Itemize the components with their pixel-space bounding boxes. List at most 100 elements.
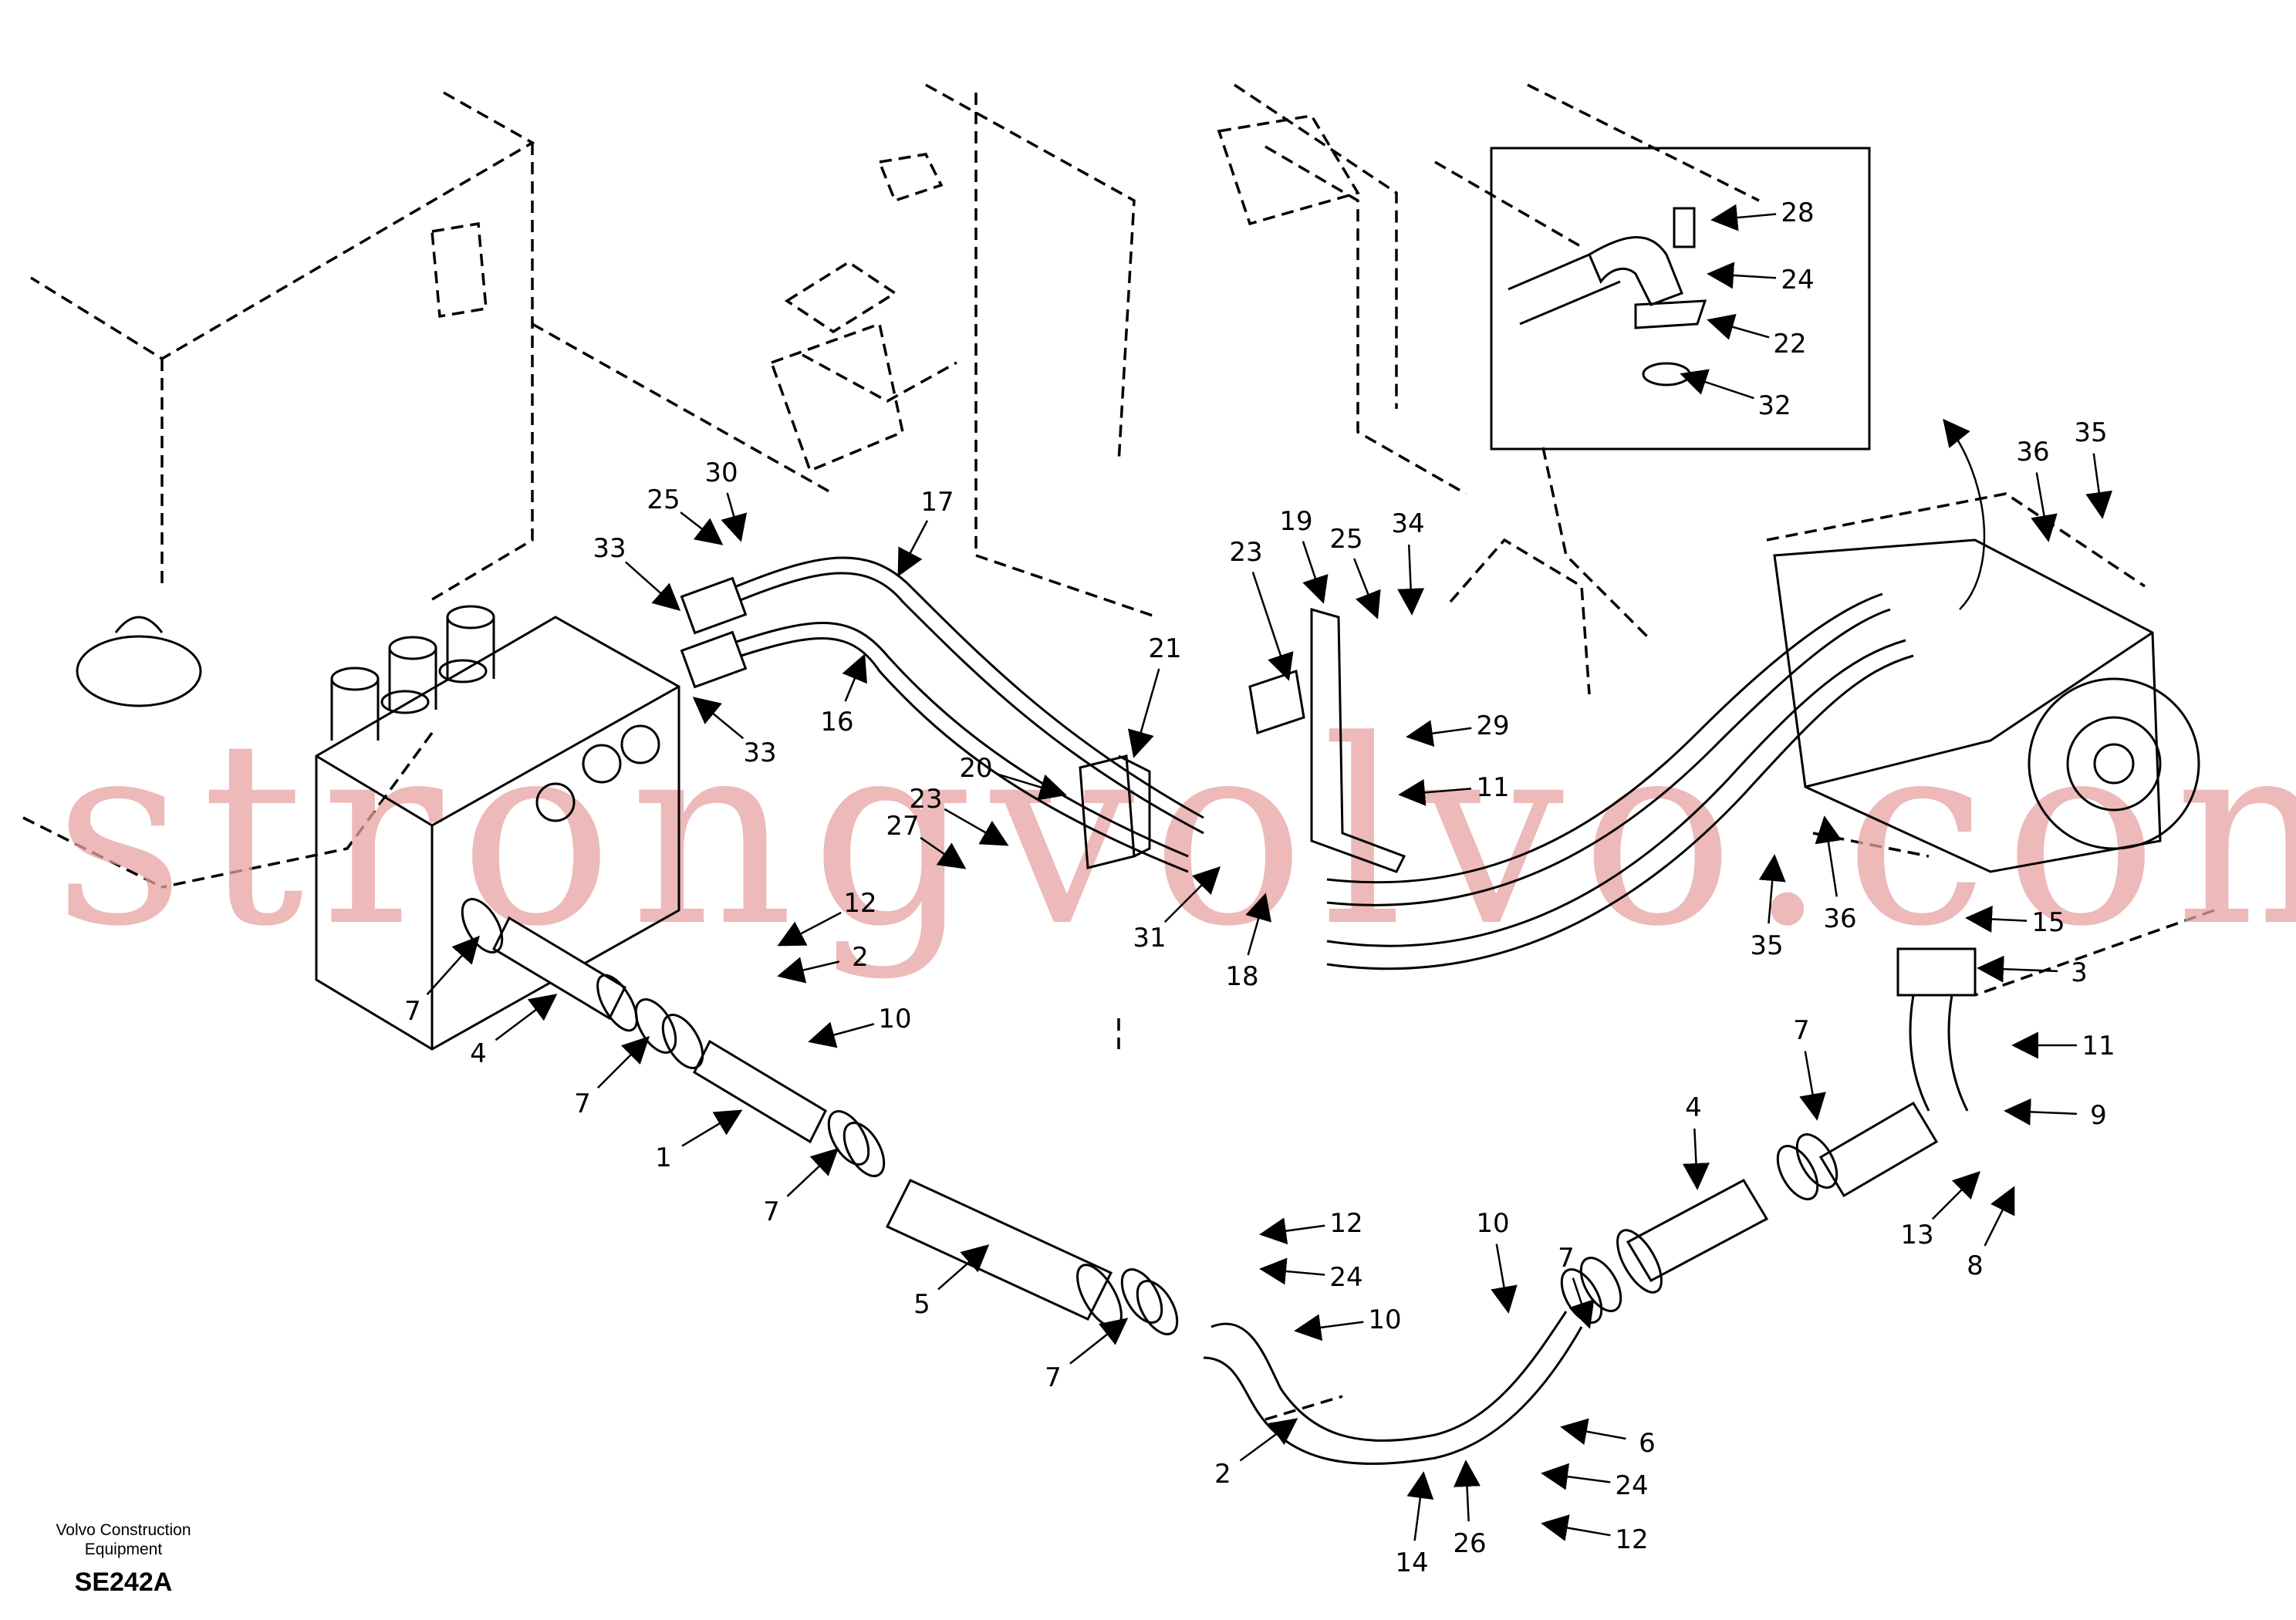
hose-clamps [461, 898, 1838, 1335]
callout-number: 15 [2031, 907, 2065, 938]
callout-leader [1259, 1217, 1325, 1245]
callout-leader [1984, 1186, 2015, 1247]
callout-leader [1710, 204, 1777, 231]
machine-outline [22, 83, 2215, 1421]
callout-leader [1353, 558, 1381, 619]
callout-leader [1680, 369, 1754, 400]
callout-number: 33 [743, 737, 776, 768]
callout-leader [920, 836, 967, 869]
callout-12: 12 [1259, 1208, 1363, 1245]
callout-leader [1815, 815, 1842, 897]
callout-leader [1294, 1314, 1364, 1342]
callout-number: 36 [2016, 437, 2049, 467]
callout-number: 7 [574, 1088, 591, 1119]
callout-number: 11 [2082, 1031, 2115, 1061]
callout-leader [596, 1035, 650, 1089]
callout-leader [1977, 955, 2058, 983]
callout-11: 11 [1398, 772, 1510, 806]
callout-23: 23 [1229, 537, 1294, 681]
callout-leader [2031, 472, 2058, 542]
callout-5: 5 [913, 1244, 990, 1320]
callout-9: 9 [2004, 1098, 2107, 1131]
callout-number: 6 [1639, 1428, 1656, 1459]
callout-leader [1682, 1128, 1710, 1190]
callout-leader [1239, 1418, 1298, 1462]
callout-leader [1259, 1257, 1325, 1285]
callout-25: 25 [1329, 524, 1381, 619]
callout-leader [897, 520, 929, 577]
callout-number: 20 [959, 753, 992, 784]
callout-number: 35 [2074, 417, 2107, 448]
callout-leader [495, 994, 558, 1041]
return-line [492, 916, 1977, 1465]
callout-leader [681, 1109, 743, 1147]
callout-number: 23 [909, 784, 942, 815]
callout-leader [1541, 1463, 1611, 1490]
hydraulic-pipes [680, 556, 1914, 970]
callout-8: 8 [1967, 1186, 2015, 1281]
callout-number: 34 [1391, 508, 1424, 539]
callout-16: 16 [820, 653, 867, 737]
callout-number: 33 [593, 533, 626, 564]
callout-35: 35 [2074, 417, 2113, 519]
callout-12: 12 [777, 888, 877, 947]
callout-35: 35 [1750, 854, 1786, 961]
callout-leader [996, 772, 1067, 801]
callout-number: 24 [1615, 1470, 1648, 1501]
drawing-code: SE242A [75, 1568, 173, 1597]
callout-21: 21 [1127, 633, 1182, 758]
callout-number: 36 [1823, 903, 1856, 934]
callout-leader [1491, 1244, 1518, 1314]
callout-leader [1799, 1051, 1826, 1121]
callout-36: 36 [1815, 815, 1857, 934]
callout-number: 28 [1781, 197, 1814, 228]
callout-number: 35 [1750, 930, 1783, 961]
callout-number: 12 [1615, 1524, 1648, 1555]
callout-number: 27 [886, 811, 919, 842]
callout-leader [1965, 906, 2028, 933]
callout-number: 2 [1214, 1459, 1231, 1490]
callout-number: 9 [2090, 1100, 2107, 1131]
callout-12: 12 [1541, 1514, 1649, 1555]
callout-19: 19 [1279, 506, 1329, 604]
callout-leader [1245, 893, 1272, 956]
callout-14: 14 [1395, 1471, 1434, 1578]
callout-29: 29 [1406, 710, 1510, 748]
callout-number: 25 [647, 484, 680, 515]
callout-number: 24 [1781, 265, 1814, 295]
callout-leader [1707, 262, 1777, 289]
callout-7: 7 [763, 1148, 839, 1227]
callout-number: 21 [1148, 633, 1181, 664]
callout-24: 24 [1541, 1463, 1649, 1501]
callout-leader [1069, 1318, 1129, 1365]
callout-leader [680, 511, 724, 545]
callout-number: 19 [1279, 506, 1312, 537]
credit-line-2: Equipment [85, 1541, 163, 1558]
callout-number: 29 [1476, 710, 1509, 741]
callout-23: 23 [909, 784, 1009, 846]
callout-number: 14 [1395, 1547, 1428, 1578]
callout-7: 7 [574, 1035, 650, 1119]
callout-number: 4 [1685, 1092, 1702, 1123]
callout-leader [1541, 1514, 1611, 1541]
credit-line-1: Volvo Construction [56, 1521, 191, 1539]
detail-pointer-arrow [1943, 418, 1986, 610]
callout-10: 10 [1476, 1208, 1518, 1314]
callout-4: 4 [470, 994, 558, 1069]
callout-10: 10 [1294, 1304, 1402, 1342]
callout-leader [1560, 1418, 1626, 1445]
callout-leader [426, 935, 480, 995]
callout-number: 2 [852, 942, 869, 973]
callout-number: 12 [843, 888, 876, 919]
callout-number: 18 [1225, 961, 1258, 992]
callout-leader [842, 653, 867, 702]
callout-7: 7 [1793, 1015, 1826, 1121]
callout-number: 10 [878, 1004, 911, 1034]
callout-leader [1568, 1277, 1595, 1329]
callout-2: 2 [1214, 1418, 1298, 1490]
callout-leader [2004, 1098, 2078, 1126]
callout-leader [1251, 572, 1294, 681]
callout-number: 1 [655, 1142, 672, 1173]
